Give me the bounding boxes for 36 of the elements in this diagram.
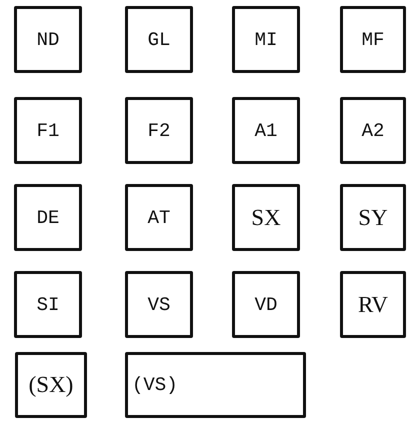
key-box [232, 6, 300, 73]
key-box [340, 97, 406, 164]
key-label: A1 [254, 120, 278, 142]
key-box [232, 97, 300, 164]
key-label: RV [358, 292, 388, 318]
key-box [125, 184, 193, 251]
key-label: VS [148, 294, 170, 316]
key-label: F2 [148, 120, 170, 142]
key-label: (VS) [132, 374, 178, 396]
key-label: AT [148, 206, 170, 228]
key-box [232, 184, 300, 251]
key-box [125, 352, 306, 418]
key-box [14, 6, 82, 73]
key-box [14, 184, 82, 251]
key-label: ND [36, 28, 60, 50]
key-label: GL [148, 28, 170, 50]
key-box [125, 271, 193, 338]
key-label: SX [251, 204, 281, 230]
key-box [232, 271, 300, 338]
key-label: VD [254, 294, 278, 316]
key-box [340, 6, 406, 73]
key-box [14, 97, 82, 164]
key-label: DE [36, 206, 60, 228]
key-label: MI [254, 28, 278, 50]
key-box [340, 184, 406, 251]
key-label: SY [358, 204, 388, 230]
key-box [125, 97, 193, 164]
key-box [15, 352, 87, 418]
key-label: A2 [362, 120, 384, 142]
key-label: F1 [36, 120, 60, 142]
key-box [125, 6, 193, 73]
key-box [14, 271, 82, 338]
key-box [340, 271, 406, 338]
key-label: MF [362, 28, 384, 50]
key-label: (SX) [28, 372, 74, 398]
key-label: SI [36, 294, 60, 316]
